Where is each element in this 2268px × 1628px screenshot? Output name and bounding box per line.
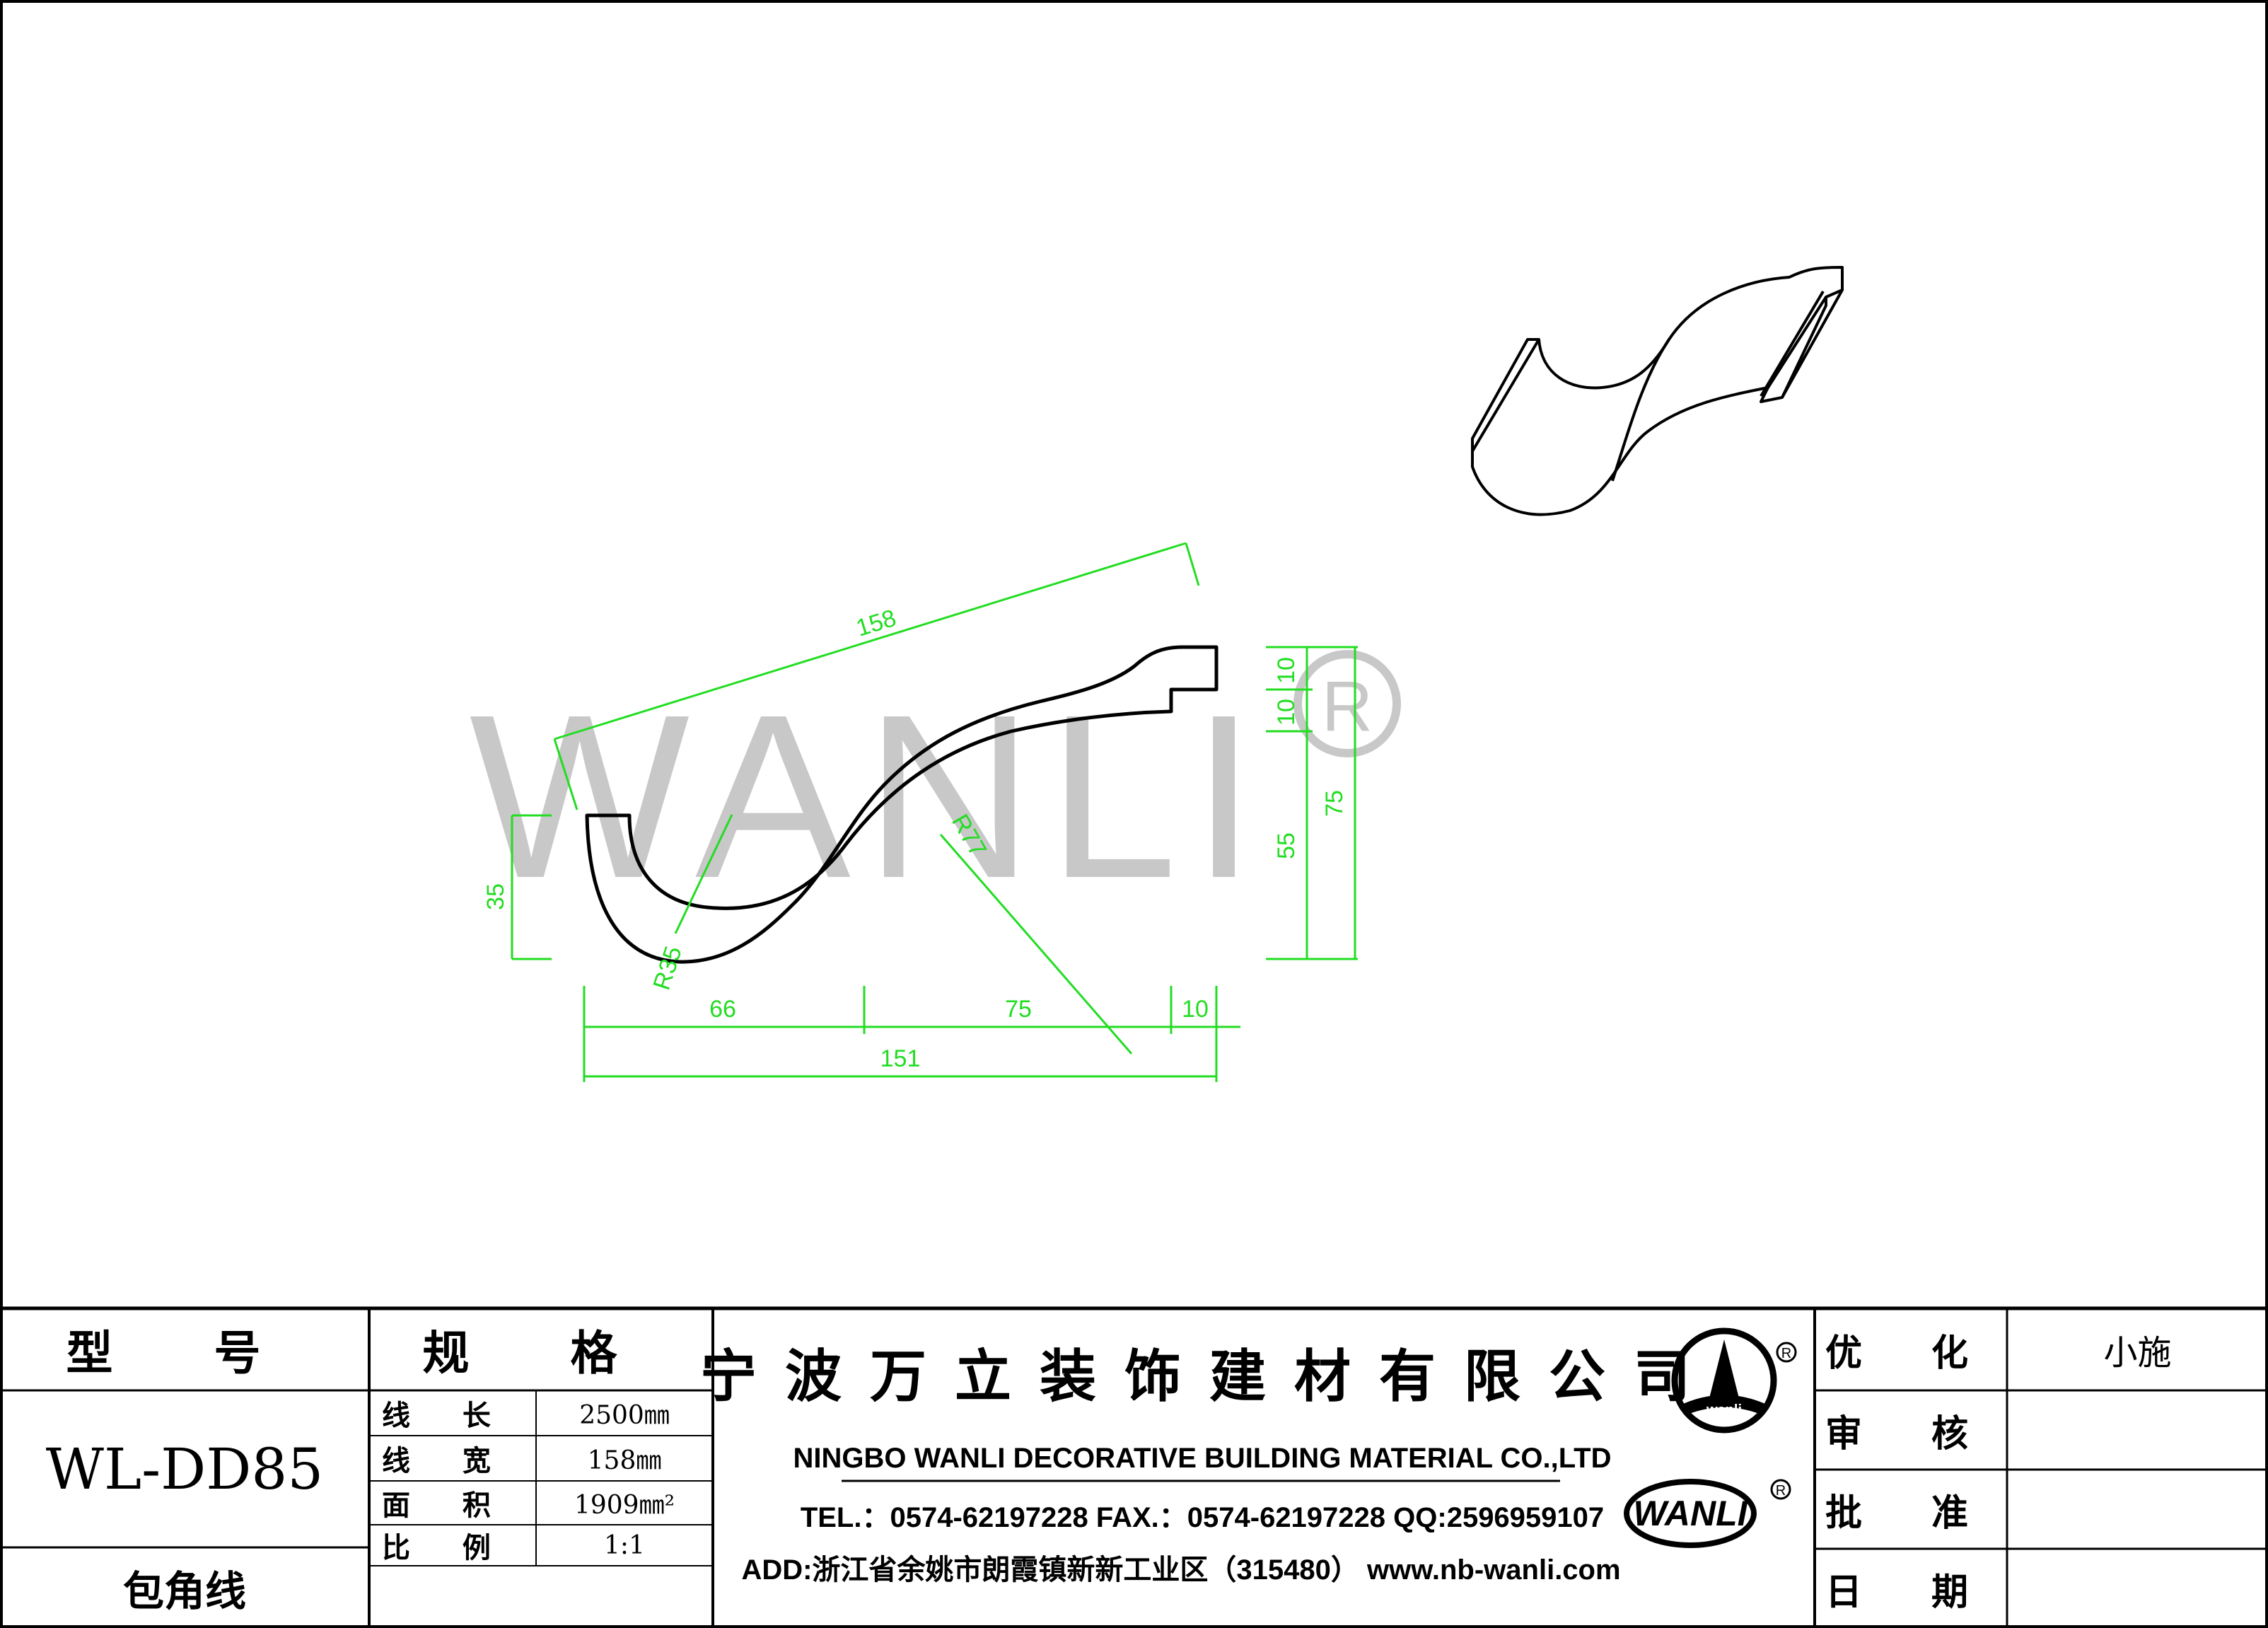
spec-value-length: 2500㎜ [579,1401,670,1430]
dim-10-bottom: 10 [1182,996,1209,1023]
moulding-3d-view [1471,266,1844,516]
approval-label-review: 审 核 [1825,1412,1997,1455]
approval-label-approve: 批 准 [1825,1491,1997,1535]
approval-value-optimize: 小施 [2103,1333,2172,1373]
svg-text:R: R [1776,1483,1786,1499]
watermark-text: WANLI [470,665,1271,926]
moulding-section-outline [585,645,1219,964]
spec-header: 规 格 [422,1325,660,1380]
approval-value-approve [2007,1470,2268,1549]
svg-text:R: R [1322,667,1373,746]
dim-75-bottom: 75 [1005,996,1032,1023]
company-emblem-icon: wanli [1671,1327,1777,1434]
dimension-lines [511,542,1358,1082]
dim-158: 158 [853,605,899,642]
spec-value-scale: 1:1 [604,1530,645,1560]
approval-value-review [2007,1390,2268,1470]
watermark-registered-icon: R [1293,650,1401,757]
dim-55: 55 [1273,832,1300,859]
svg-text:R: R [1781,1346,1791,1361]
wanli-logo-icon: WANLI [1624,1479,1757,1548]
logo-registered-icon: R [1770,1479,1791,1500]
spec-value-width: 158㎜ [587,1446,662,1475]
dim-10-mid: 10 [1273,699,1300,726]
company-name-en: NINGBO WANLI DECORATIVE BUILDING MATERIA… [793,1442,1612,1474]
company-name-cn: 宁波万立装饰建材有限公司 [700,1343,1719,1409]
dim-35: 35 [482,883,509,910]
approval-label-optimize: 优 化 [1825,1331,1997,1375]
model-value: WL-DD85 [45,1436,324,1502]
approval-value-date [2007,1549,2268,1628]
svg-text:WANLI: WANLI [1633,1494,1747,1533]
dim-151: 151 [880,1045,921,1072]
spec-label-area: 面 积 [382,1489,512,1522]
model-header: 型 号 [66,1325,303,1380]
dim-66: 66 [709,996,736,1023]
spec-label-scale: 比 例 [382,1531,512,1564]
spec-value-area: 1909㎜² [574,1491,675,1520]
dim-r35: R35 [648,943,687,993]
company-address: ADD:浙江省余姚市朗霞镇新新工业区（315480） www.nb-wanli.… [741,1554,1621,1586]
dim-75-right: 75 [1321,790,1348,817]
company-contact: TEL.：0574-62197228 FAX.：0574-62197228 QQ… [800,1502,1605,1533]
title-block-grid [0,1306,2268,1628]
svg-text:wanli: wanli [1706,1402,1742,1418]
dim-10-top: 10 [1273,657,1300,684]
product-name: 包角线 [122,1567,246,1615]
emblem-registered-icon: R [1776,1342,1797,1363]
spec-label-length: 线 长 [382,1399,512,1432]
approval-label-date: 日 期 [1825,1570,1997,1614]
spec-label-width: 线 宽 [382,1444,512,1477]
